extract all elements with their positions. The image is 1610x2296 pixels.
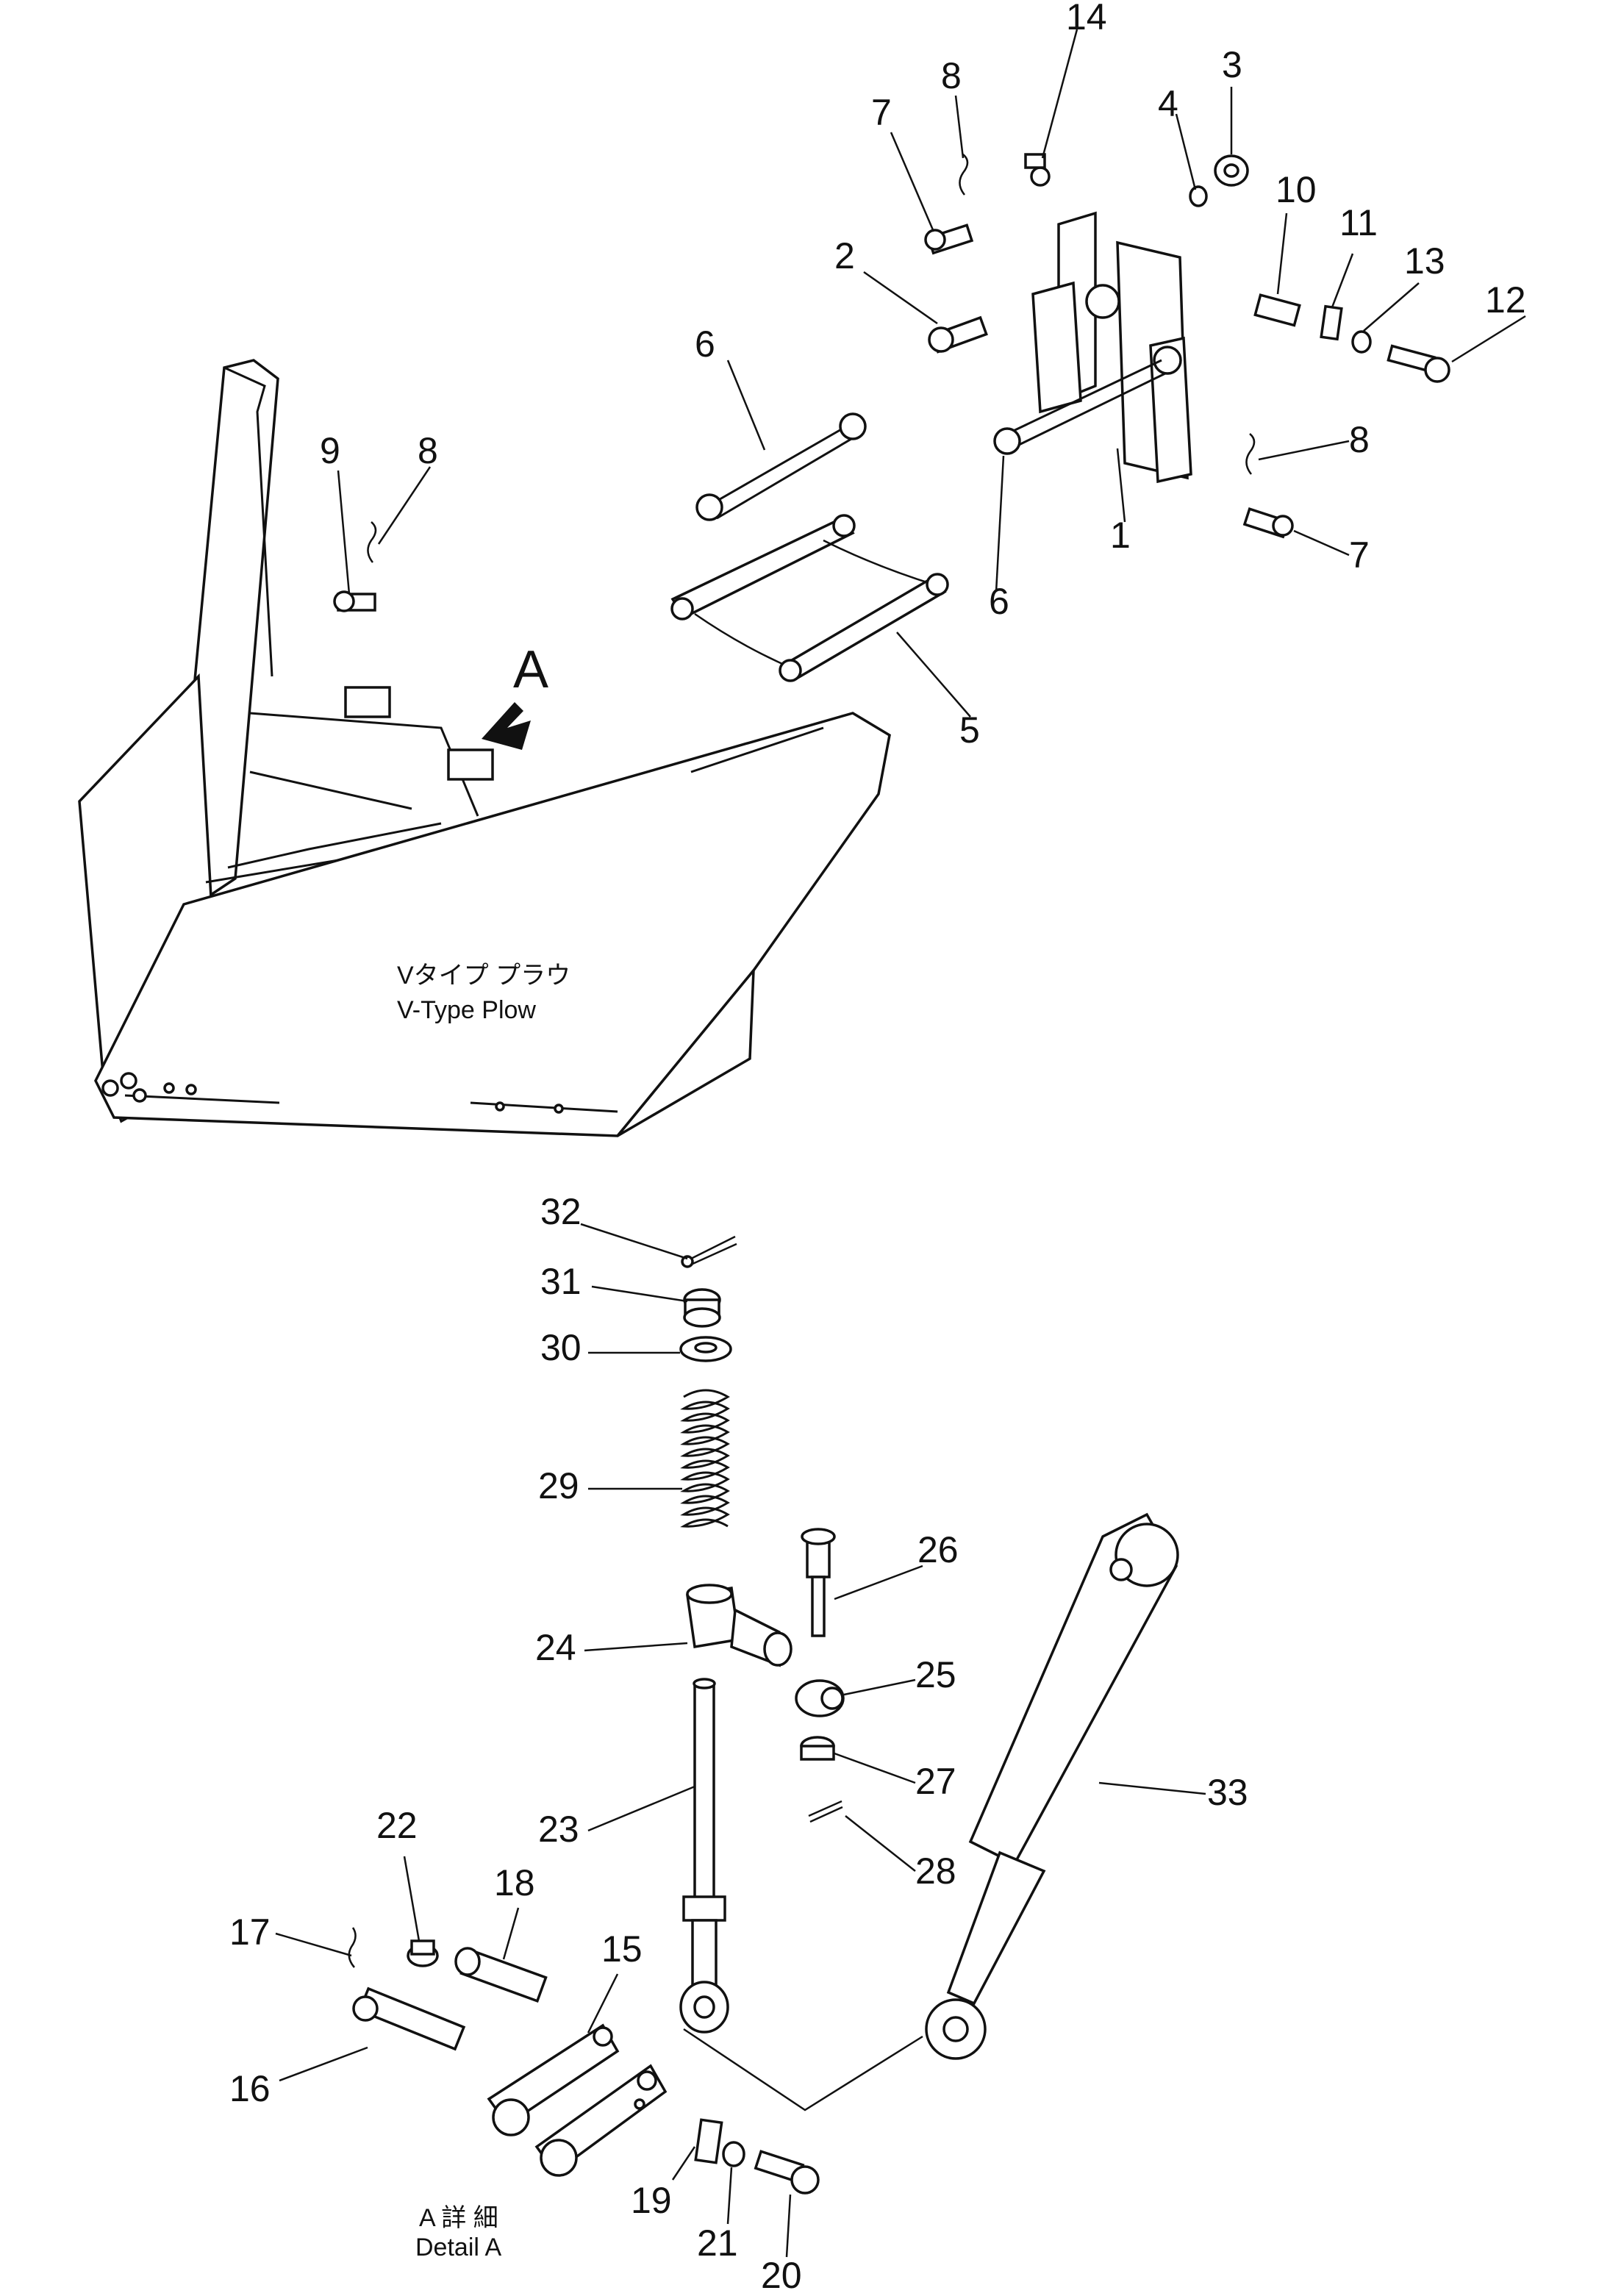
part-label-6-right: 6 (989, 581, 1009, 622)
nut-27 (800, 1736, 835, 1761)
part-label-2: 2 (834, 235, 855, 276)
block-24 (686, 1584, 793, 1667)
washer-21 (722, 2141, 745, 2167)
part-label-19: 19 (631, 2180, 672, 2221)
part-label-32: 32 (540, 1191, 582, 1232)
mounting-bracket-1 (1031, 211, 1192, 484)
pin-10 (1253, 293, 1301, 327)
part-label-11: 11 (1339, 202, 1378, 243)
view-marker-a: A (513, 640, 548, 699)
part-label-21: 21 (697, 2222, 738, 2264)
plate-19 (694, 2118, 723, 2164)
castle-nut-31 (683, 1288, 721, 1328)
detail-caption-jp: A 詳 細 (419, 2204, 498, 2232)
part-label-30: 30 (540, 1327, 582, 1368)
part-label-15: 15 (601, 1928, 643, 1970)
part-label-8-top: 8 (941, 55, 962, 96)
part-label-7-top: 7 (871, 92, 892, 133)
v-type-plow-body (78, 359, 891, 1137)
plow-caption-en: V-Type Plow (397, 996, 536, 1024)
pin-7-upper (924, 223, 974, 255)
part-label-25: 25 (915, 1654, 956, 1695)
washer-13 (1351, 330, 1372, 354)
cotter-pins-8 (367, 154, 1256, 563)
pin-16 (352, 1986, 466, 2051)
part-label-8-left: 8 (418, 430, 438, 471)
leader-lines (275, 29, 1526, 2258)
cylinder-33 (925, 1512, 1179, 2060)
part-label-9: 9 (320, 430, 340, 471)
part-label-8-right: 8 (1349, 419, 1370, 460)
part-label-7-right: 7 (1349, 534, 1370, 576)
part-label-23: 23 (538, 1809, 579, 1850)
washer-4 (1189, 185, 1208, 207)
pin-26 (801, 1528, 836, 1637)
part-label-26: 26 (917, 1529, 959, 1570)
pin-7-lower (1242, 507, 1294, 539)
part-label-13: 13 (1404, 240, 1445, 282)
grease-nipple-14 (1024, 153, 1051, 187)
spring-29 (680, 1389, 730, 1528)
plow-caption-jp: Vタイプ プラウ (397, 962, 570, 990)
collar-25 (795, 1679, 845, 1717)
link-rod-6 (695, 412, 867, 521)
part-label-28: 28 (915, 1850, 956, 1892)
part-label-27: 27 (915, 1761, 956, 1802)
part-label-33: 33 (1207, 1772, 1248, 1813)
view-arrow-icon (482, 702, 531, 750)
part-label-18: 18 (494, 1862, 535, 1903)
part-label-12: 12 (1485, 279, 1526, 321)
pin-9 (333, 590, 376, 612)
bolt-20 (754, 2150, 820, 2195)
part-label-22: 22 (376, 1805, 418, 1846)
cotter-pin-28 (808, 1800, 843, 1823)
part-label-14: 14 (1066, 0, 1107, 37)
part-label-29: 29 (538, 1465, 579, 1506)
part-label-3: 3 (1222, 44, 1242, 85)
part-label-17: 17 (229, 1911, 271, 1953)
plate-11 (1320, 304, 1343, 341)
part-label-31: 31 (540, 1261, 582, 1302)
nut-3 (1214, 154, 1249, 187)
part-label-4: 4 (1158, 83, 1178, 124)
pin-2 (928, 315, 988, 354)
grease-nipple-22 (407, 1939, 439, 1967)
rod-23 (679, 1678, 729, 2034)
bracket-15 (487, 2023, 668, 2177)
part-label-6-left: 6 (695, 323, 715, 365)
bolt-12 (1387, 344, 1450, 383)
link-rod-6b (993, 359, 1166, 455)
washer-30 (679, 1336, 732, 1362)
cotter-pin-17 (348, 1927, 357, 1968)
link-assembly-5 (670, 514, 949, 682)
part-label-20: 20 (761, 2255, 802, 2296)
part-label-16: 16 (229, 2068, 271, 2109)
cotter-pin-32 (681, 1235, 737, 1268)
detail-caption-en: Detail A (415, 2234, 501, 2261)
pin-18 (454, 1947, 548, 2003)
part-label-10: 10 (1276, 169, 1317, 210)
part-label-24: 24 (535, 1627, 576, 1668)
part-label-1: 1 (1110, 515, 1131, 556)
part-label-5: 5 (959, 709, 980, 751)
